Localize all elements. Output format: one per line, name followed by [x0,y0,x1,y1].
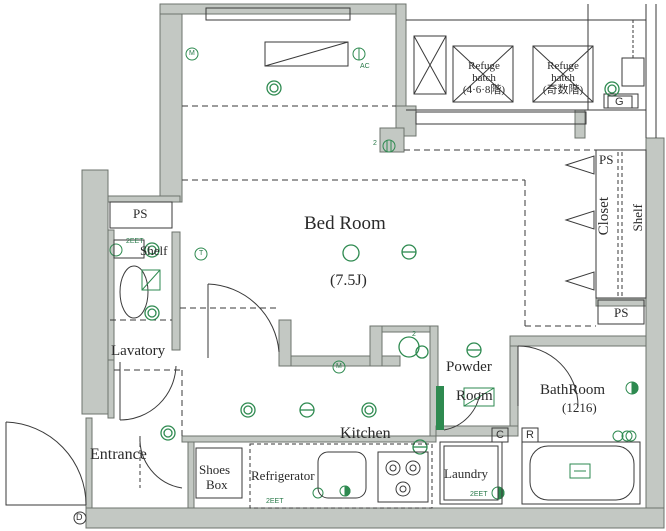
refrigerator-label: Refrigerator [251,468,315,483]
two-marker-powder: 2 [412,331,416,338]
downlights [299,244,482,455]
shoes-box-label-2: Box [206,477,228,492]
toilet [113,239,161,319]
r-marker: R [526,429,534,441]
meter-box [603,20,645,109]
ac-marker: AC [360,63,370,70]
kitchen-label: Kitchen [340,425,391,442]
shoes-box-label-1: Shoes [199,462,231,477]
storage-box [413,35,447,95]
refuge-hatch-1-label: Refuge hatch (4·6·8階) [454,60,514,96]
dashed-lines [110,105,596,436]
powder-fixtures [439,387,503,505]
laundry-label: Laundry [444,466,489,481]
d-marker: D [76,512,83,522]
refuge-hatch-2-label: Refuge hatch (奇数階) [533,60,593,96]
bed-room-label: Bed Room [304,213,386,234]
eet-marker-laundry: 2EET [470,491,488,498]
refuge-hatch-1-line1: Refuge [468,60,500,72]
shelf-lavatory-label: Shelf [140,243,168,258]
kitchen-counter [249,443,433,509]
ps-box-left [109,201,173,229]
bed-room-size: (7.5J) [330,272,367,289]
refuge-hatch-2-line3: (奇数階) [542,84,584,96]
shelf-vertical-label: Shelf [630,204,645,232]
ceiling-lights [144,80,620,441]
g-marker: G [615,96,624,108]
refuge-hatch-2 [532,45,594,103]
ps-box-right-bottom [597,299,645,325]
ps-left-label: PS [133,206,148,221]
marker-boxes [491,95,633,443]
bathroom-label: BathRoom [540,382,606,398]
bathroom-vent [612,430,637,442]
t-marker: T [199,250,204,257]
refuge-hatch-2-line2: hatch [551,72,575,84]
entrance-label: Entrance [90,446,147,463]
powder-room-label-2: Room [456,388,493,404]
refuge-hatch-1-line3: (4·6·8階) [462,84,506,96]
balcony-lines [205,4,657,138]
shoes-box [195,447,243,499]
ps-right-top-label: PS [599,152,614,167]
walls [81,3,665,529]
m-marker-kitchen: M [336,363,342,370]
closet-fixtures [564,149,647,299]
eet-marker-lavatory: 2EET [126,238,144,245]
ps-right-bottom-label: PS [614,305,629,320]
outdoor-unit [264,41,349,67]
refuge-hatch-1 [452,45,514,103]
bathtub [521,441,641,505]
two-marker-upper: 2 [373,140,377,147]
refuge-hatch-1-line2: hatch [472,72,496,84]
c-marker: C [496,429,504,441]
bathroom-size: (1216) [562,400,597,415]
closet-label: Closet [596,197,612,236]
eet-marker-kitchen: 2EET [266,498,284,505]
powder-room-label-1: Powder [446,359,492,375]
doors [5,283,579,506]
sockets [73,47,639,525]
refuge-hatch-2-line1: Refuge [547,60,579,72]
m-marker-top: M [189,50,195,57]
lavatory-label: Lavatory [111,343,166,359]
